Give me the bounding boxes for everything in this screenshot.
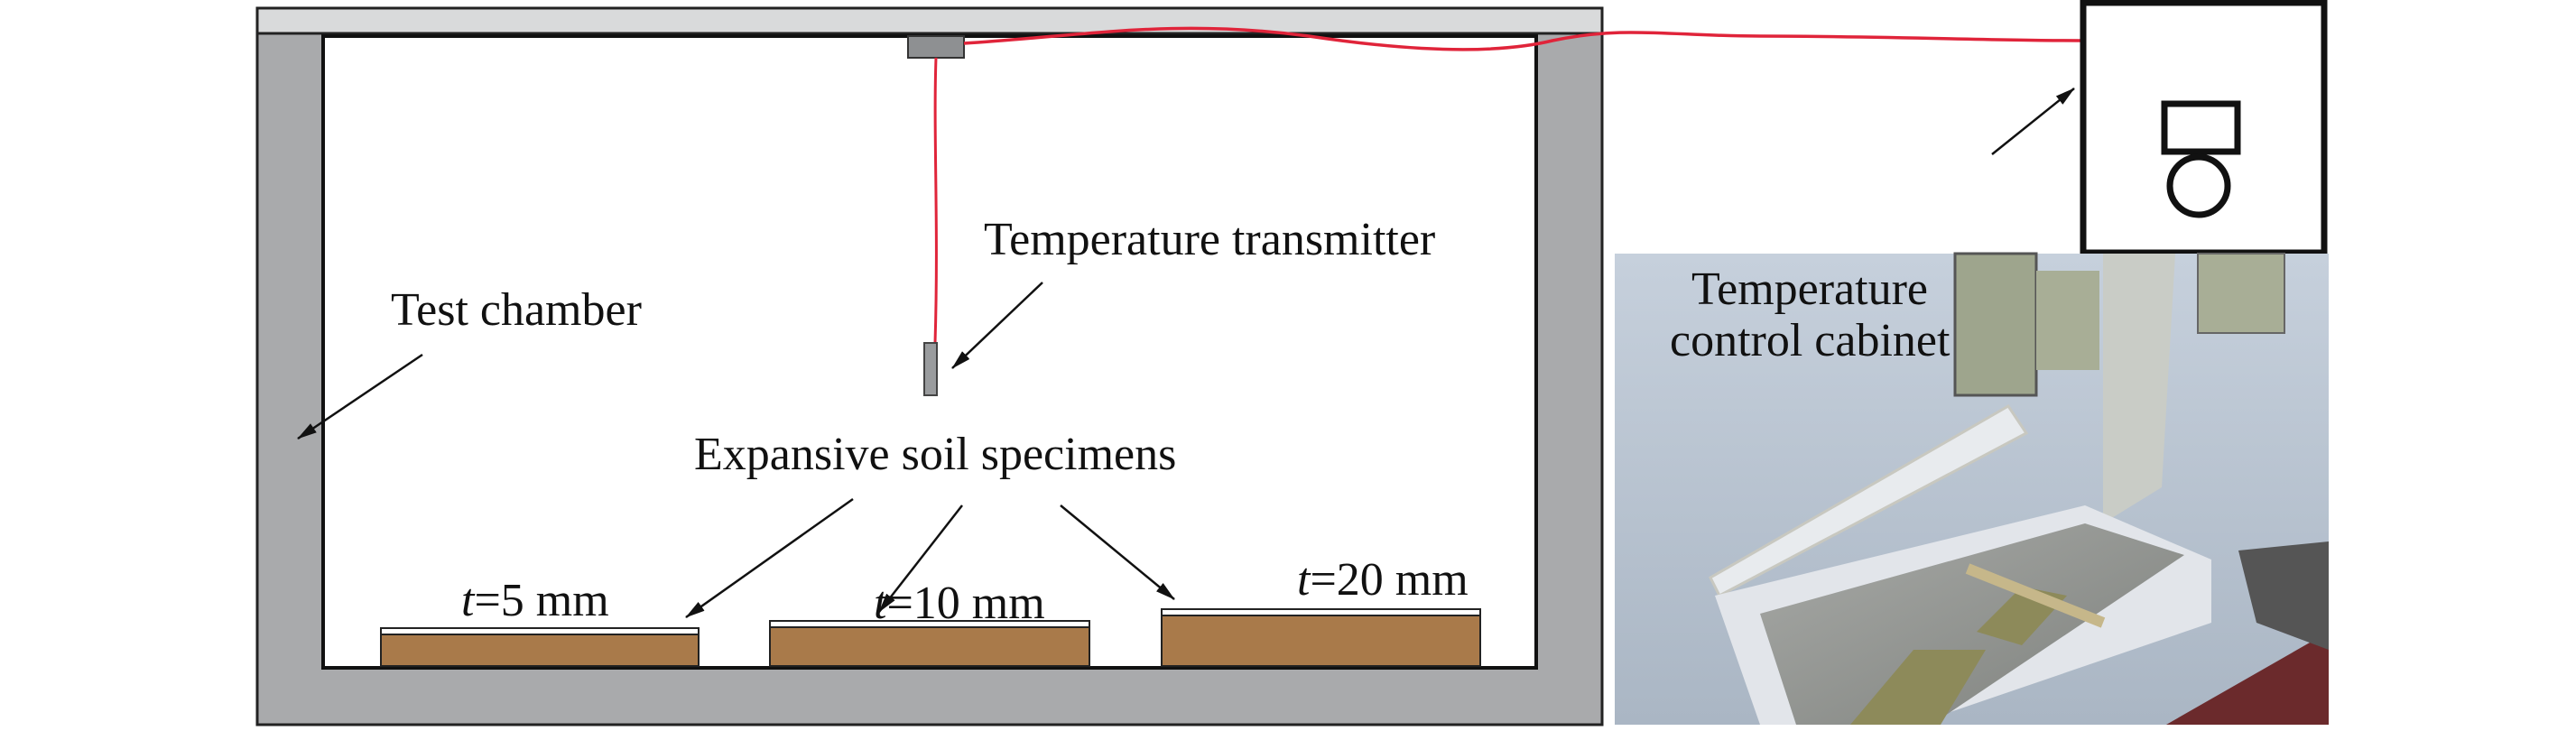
specimen-arrow-3 [1060,504,1175,600]
cabinet-label-line1: Temperature [1691,264,1928,315]
specimen-label-5mm: t=5 mm [461,578,609,625]
transmitter-arrow [951,282,1043,369]
thickness-value: =20 mm [1310,554,1469,606]
sensor-mount-icon [907,35,965,59]
temperature-control-cabinet-icon [2080,0,2328,256]
specimen-20mm [1161,608,1481,667]
cabinet-arrow [1991,88,2075,155]
test-chamber-label: Test chamber [391,284,642,336]
display-icon [2161,100,2241,155]
thickness-symbol: t [1297,554,1311,606]
signal-wire [963,26,2082,51]
specimen-5mm [380,627,700,667]
chamber-lid [255,6,1604,35]
cabinet-label: Temperature control cabinet [1670,264,1950,366]
temperature-transmitter-icon [923,342,938,396]
freezer-photo [1615,252,2329,725]
specimen-arrow-2 [878,504,963,613]
temperature-transmitter-label: Temperature transmitter [984,214,1436,265]
specimen-label-10mm: t=10 mm [874,580,1045,627]
cabinet-label-line2: control cabinet [1670,315,1951,367]
specimen-label-20mm: t=20 mm [1297,557,1469,604]
specimen-arrow-1 [685,497,854,619]
specimen-10mm [769,620,1090,667]
thickness-value: =5 mm [474,575,609,626]
knob-icon [2166,153,2231,218]
thickness-symbol: t [461,575,475,626]
expansive-soil-specimens-label: Expansive soil specimens [694,429,1177,480]
thickness-symbol: t [874,578,887,629]
test-chamber-arrow [297,353,423,440]
sensor-wire [933,57,938,344]
thickness-value: =10 mm [886,578,1045,629]
